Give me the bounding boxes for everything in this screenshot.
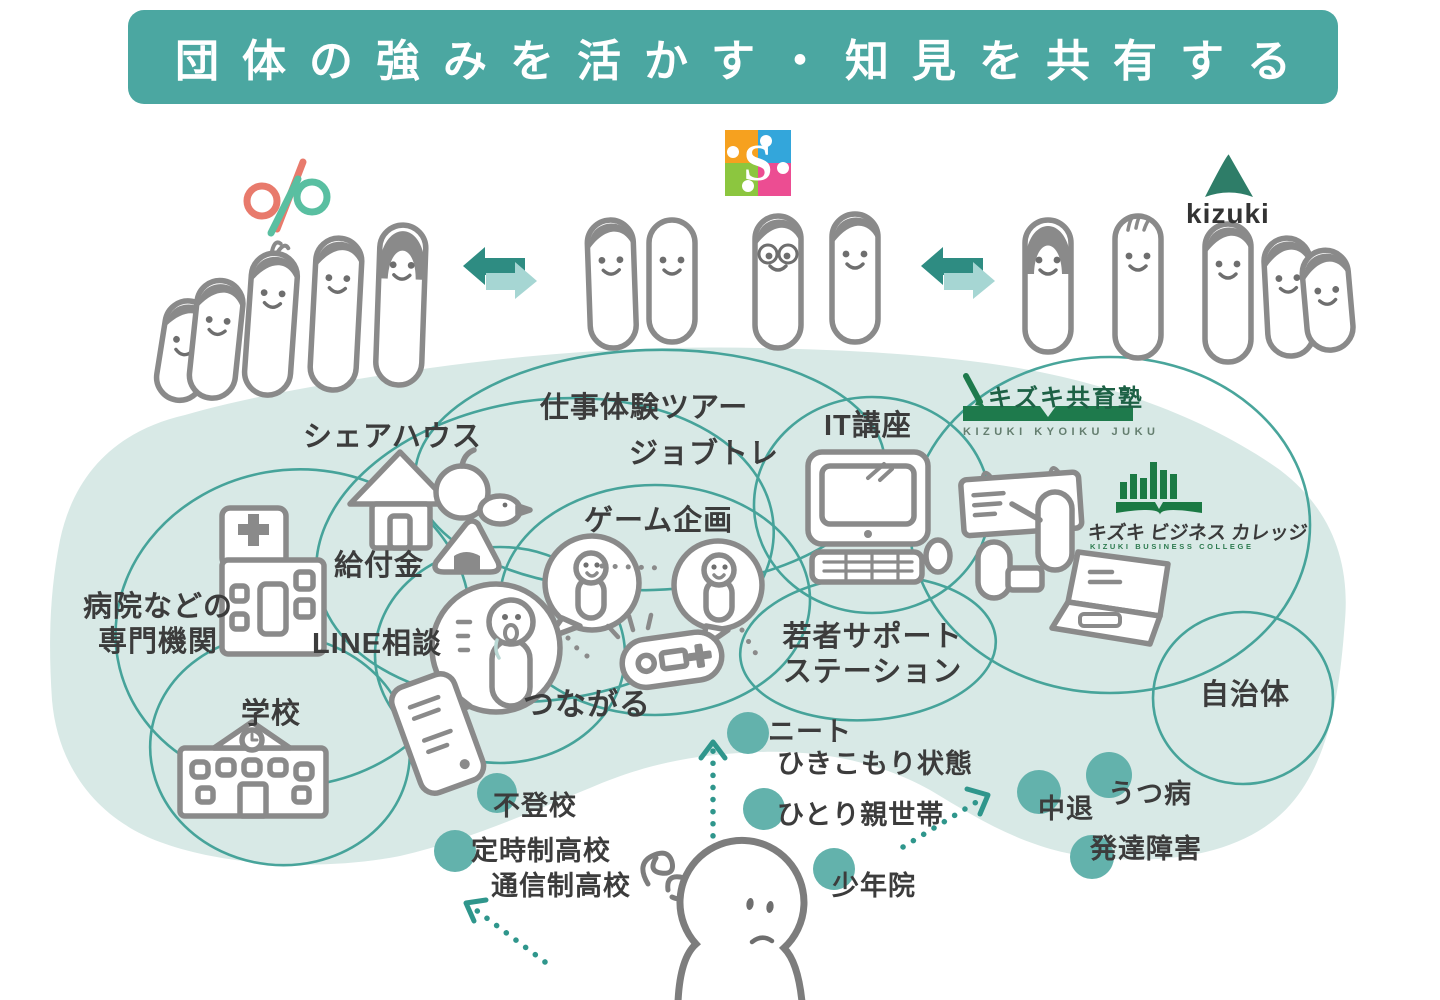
smartphone-illustration — [388, 671, 487, 796]
person-figure — [752, 213, 804, 351]
school-illustration — [177, 719, 329, 819]
label-connect: つながる — [523, 687, 651, 722]
crying-bubble-illustration — [421, 581, 563, 727]
kizuki-college-name: キズキ ビジネス カレッジ — [1086, 523, 1309, 544]
kizuki-juku-logo-graphic — [963, 373, 1133, 421]
game-controller-illustration — [619, 629, 725, 691]
label-it-course: IT講座 — [824, 410, 912, 442]
presenter-illustration — [1009, 489, 1075, 573]
label-job-training: ジョブトレ — [629, 438, 780, 470]
exchange-arrows-right — [921, 247, 995, 299]
label-single-parent: ひとり親世帯 — [777, 800, 945, 830]
apple-illustration — [433, 447, 491, 521]
chat-bubble-left-illustration — [542, 533, 642, 641]
house-illustration — [347, 449, 453, 551]
label-municipality: 自治体 — [1200, 679, 1291, 711]
label-game-planning: ゲーム企画 — [584, 505, 734, 537]
label-correspondence-hs: 通信制高校 — [491, 871, 631, 901]
people-group-center — [584, 211, 881, 351]
label-school: 学校 — [241, 698, 302, 730]
computer-illustration — [805, 449, 953, 585]
person-figure — [373, 222, 429, 388]
hospital-illustration — [219, 505, 327, 657]
person-figure — [646, 217, 698, 345]
person-figure — [1299, 247, 1356, 353]
label-hikikomori: ひきこもり状態 — [777, 749, 973, 779]
onigiri-illustration — [432, 518, 502, 575]
people-group-right — [1022, 213, 1356, 365]
label-juvenile-detention: 少年院 — [832, 871, 916, 901]
worried-person-illustration — [640, 836, 808, 1000]
path-arrows — [463, 739, 991, 965]
situation-dots — [434, 712, 1132, 890]
page-title: 団体の強みを活かす・知見を共有する — [175, 37, 1314, 86]
label-depression: うつ病 — [1108, 779, 1192, 809]
attendee-illustration — [975, 539, 1045, 601]
dp-logo — [243, 158, 331, 237]
label-dropout: 中退 — [1038, 794, 1094, 824]
puzzle-s-logo: S — [725, 130, 791, 196]
person-figure — [829, 211, 881, 345]
label-developmental-disorder: 発達障害 — [1090, 834, 1202, 864]
title-banner: 団体の強みを活かす・知見を共有する — [128, 10, 1338, 104]
person-figure — [1112, 213, 1164, 361]
label-benefits: 給付金 — [334, 550, 425, 582]
person-figure — [186, 277, 246, 401]
people-group-left — [153, 222, 429, 404]
chat-bubble-right-illustration — [671, 538, 765, 651]
puzzle-letter: S — [744, 135, 773, 192]
kizuki-juku-name-en: KIZUKI KYOIKU JUKU — [963, 426, 1160, 438]
label-line-consultation: LINE相談 — [312, 628, 443, 660]
kizuki-college-name-en: KIZUKI BUSINESS COLLEGE — [1090, 542, 1254, 551]
label-part-time-hs: 定時制高校 — [471, 836, 611, 866]
kizuki-juku-name: キズキ共育塾 — [988, 385, 1144, 412]
motion-marks — [605, 612, 654, 640]
laptop-illustration — [1049, 549, 1171, 647]
label-share-house: シェアハウス — [303, 421, 482, 453]
bird-illustration — [477, 493, 533, 527]
person-figure — [1202, 221, 1254, 365]
kizuki-wordmark: kizuki — [1186, 198, 1270, 229]
kizuki-triangle-icon — [1205, 154, 1253, 197]
label-neet: ニート — [768, 717, 852, 747]
person-figure — [241, 240, 301, 398]
label-work-experience-tour: 仕事体験ツアー — [540, 392, 749, 424]
person-figure — [1022, 217, 1074, 355]
exchange-arrows-left — [463, 247, 537, 299]
person-figure — [307, 235, 365, 393]
label-youth-support-station: 若者サポート ステーション — [782, 621, 963, 688]
label-school-refusal: 不登校 — [493, 791, 577, 821]
kizuki-college-logo-graphic — [1116, 462, 1202, 515]
label-hospital: 病院などの 専門機関 — [82, 591, 233, 658]
person-figure — [584, 217, 639, 351]
